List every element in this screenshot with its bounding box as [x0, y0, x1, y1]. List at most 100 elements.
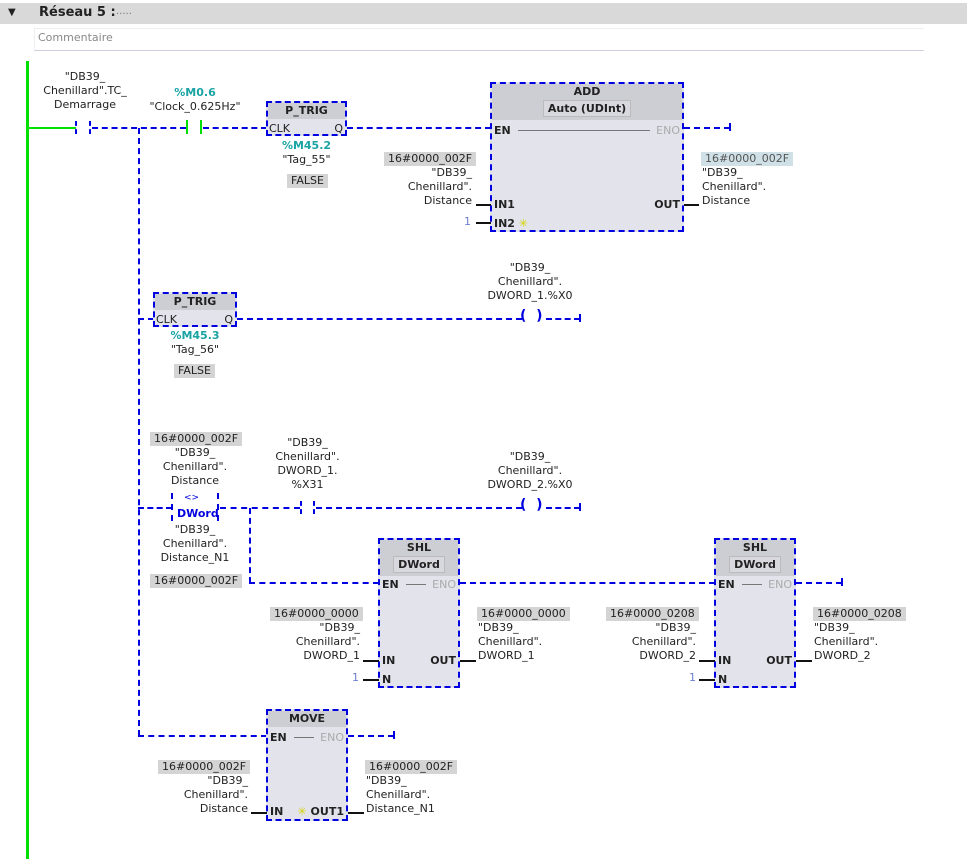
wire: [699, 660, 715, 662]
collapse-triangle-icon[interactable]: ▼: [8, 7, 16, 18]
contact-left-bar: [75, 121, 79, 134]
wire: [363, 660, 379, 662]
pin-en[interactable]: EN: [494, 124, 511, 137]
wire: [796, 660, 812, 662]
pin-en[interactable]: EN: [270, 731, 287, 744]
move-in-operand[interactable]: "DB39_Chenillard".Distance: [183, 774, 248, 815]
pin-eno[interactable]: ENO: [432, 578, 456, 591]
pin-en[interactable]: EN: [718, 578, 735, 591]
block-header: ADD Auto (UDInt): [492, 84, 682, 120]
en-eno-line: [294, 737, 314, 738]
pin-out[interactable]: OUT: [766, 654, 792, 667]
add-out-value: 16#0000_002F: [701, 152, 794, 166]
pin-out1[interactable]: ✳ OUT1: [297, 805, 344, 818]
pin-clk[interactable]: CLK: [156, 313, 178, 326]
pin-en[interactable]: EN: [382, 578, 399, 591]
block-title: SHL: [406, 541, 432, 554]
data-type-selector[interactable]: DWord: [729, 556, 781, 573]
pin-clk[interactable]: CLK: [269, 122, 291, 135]
branch-wire: [138, 128, 140, 736]
add-in2-value[interactable]: 1: [464, 215, 471, 228]
p-trig-block-2[interactable]: P_TRIG CLK Q: [153, 292, 237, 327]
shl-block-2[interactable]: SHL DWord EN ENO IN N OUT: [714, 538, 796, 688]
move-in-value: 16#0000_002F: [158, 760, 251, 774]
pin-eno[interactable]: ENO: [768, 578, 792, 591]
pin-out[interactable]: OUT: [430, 654, 456, 667]
pin-in[interactable]: IN: [382, 654, 396, 667]
add-out-operand[interactable]: "DB39_Chenillard".Distance: [702, 166, 767, 207]
pin-in[interactable]: IN: [718, 654, 732, 667]
coil-icon[interactable]: ( ): [520, 497, 543, 513]
contact-right-bar: [313, 501, 315, 514]
wire-end: [579, 314, 581, 322]
wire: [237, 318, 522, 320]
pin-in2[interactable]: IN2 ✳: [494, 217, 529, 230]
shl2-in-operand[interactable]: "DB39_Chenillard".DWORD_2: [631, 621, 696, 662]
compare-type[interactable]: DWord: [177, 507, 219, 520]
network-header[interactable]: ▼ Réseau 5 : .....: [0, 3, 967, 24]
pin-n[interactable]: N: [382, 673, 392, 686]
cmp-top-operand[interactable]: "DB39_Chenillard".Distance: [162, 446, 228, 487]
move-out-value: 16#0000_002F: [365, 760, 458, 774]
move-block[interactable]: MOVE EN ENO IN ✳ OUT1: [266, 709, 348, 821]
wire: [684, 204, 699, 206]
p-trig-2-value: FALSE: [174, 364, 215, 378]
wire: [684, 127, 730, 129]
pin-eno[interactable]: ENO: [320, 731, 344, 744]
wire-end: [841, 578, 843, 586]
compare-right-bar: [217, 493, 219, 521]
compare-left-bar: [171, 493, 173, 521]
add-input-star-icon[interactable]: ✳: [518, 217, 529, 230]
contact-left-bar: [300, 501, 302, 514]
en-eno-line: [742, 584, 762, 585]
shl-block-1[interactable]: SHL DWord EN ENO IN N OUT: [378, 538, 460, 688]
data-type-selector[interactable]: Auto (UDInt): [542, 100, 632, 117]
add-output-star-icon[interactable]: ✳: [297, 805, 307, 818]
wire: [348, 812, 364, 814]
wire: [220, 507, 300, 509]
wire: [138, 735, 267, 737]
wire: [138, 507, 172, 509]
wire: [249, 582, 379, 584]
contact-tc-demarrage-label: "DB39_Chenillard".TC_Demarrage: [43, 70, 127, 111]
shl1-in-operand[interactable]: "DB39_Chenillard".DWORD_1: [295, 621, 360, 662]
shl2-out-value: 16#0000_0208: [813, 607, 906, 621]
shl1-out-value: 16#0000_0000: [477, 607, 570, 621]
wire: [476, 222, 491, 224]
wire: [460, 660, 476, 662]
add-in1-operand[interactable]: "DB39_Chenillard".Distance: [407, 166, 472, 207]
block-title: MOVE: [268, 711, 346, 727]
shl2-out-operand[interactable]: "DB39_Chenillard".DWORD_2: [814, 621, 879, 662]
wire-end: [579, 503, 581, 511]
power-rail: [26, 61, 29, 859]
pin-q[interactable]: Q: [334, 122, 343, 135]
shl1-out-operand[interactable]: "DB39_Chenillard".DWORD_1: [478, 621, 543, 662]
p-trig-block-1[interactable]: P_TRIG CLK Q: [266, 101, 347, 136]
wire: [460, 582, 715, 584]
network-title-suffix[interactable]: .....: [116, 6, 132, 17]
pin-q[interactable]: Q: [224, 313, 233, 326]
move-out-operand[interactable]: "DB39_Chenillard".Distance_N1: [366, 774, 435, 815]
wire: [138, 318, 154, 320]
pin-out[interactable]: OUT: [654, 198, 680, 211]
powered-wire: [28, 127, 76, 129]
coil-icon[interactable]: ( ): [520, 308, 543, 324]
cmp-bottom-operand[interactable]: "DB39_Chenillard".Distance_N1: [160, 523, 230, 564]
data-type-selector[interactable]: DWord: [393, 556, 445, 573]
network-title: Réseau 5 :: [39, 5, 116, 20]
comment-field[interactable]: Commentaire: [34, 28, 924, 51]
coil-dword2-x0-label: "DB39_Chenillard".DWORD_2.%X0: [487, 450, 573, 491]
pin-eno[interactable]: ENO: [656, 124, 680, 137]
wire: [348, 735, 394, 737]
pin-in[interactable]: IN: [270, 805, 284, 818]
pin-in1[interactable]: IN1: [494, 198, 515, 211]
wire-end: [393, 731, 395, 739]
add-block[interactable]: ADD Auto (UDInt) EN ENO IN1 IN2 ✳ OUT: [490, 82, 684, 232]
shl1-n-value[interactable]: 1: [352, 671, 359, 684]
en-eno-line: [406, 584, 426, 585]
block-header: SHL DWord: [380, 540, 458, 576]
pin-n[interactable]: N: [718, 673, 728, 686]
block-title: P_TRIG: [155, 294, 235, 310]
wire: [546, 318, 580, 320]
shl2-n-value[interactable]: 1: [689, 671, 696, 684]
